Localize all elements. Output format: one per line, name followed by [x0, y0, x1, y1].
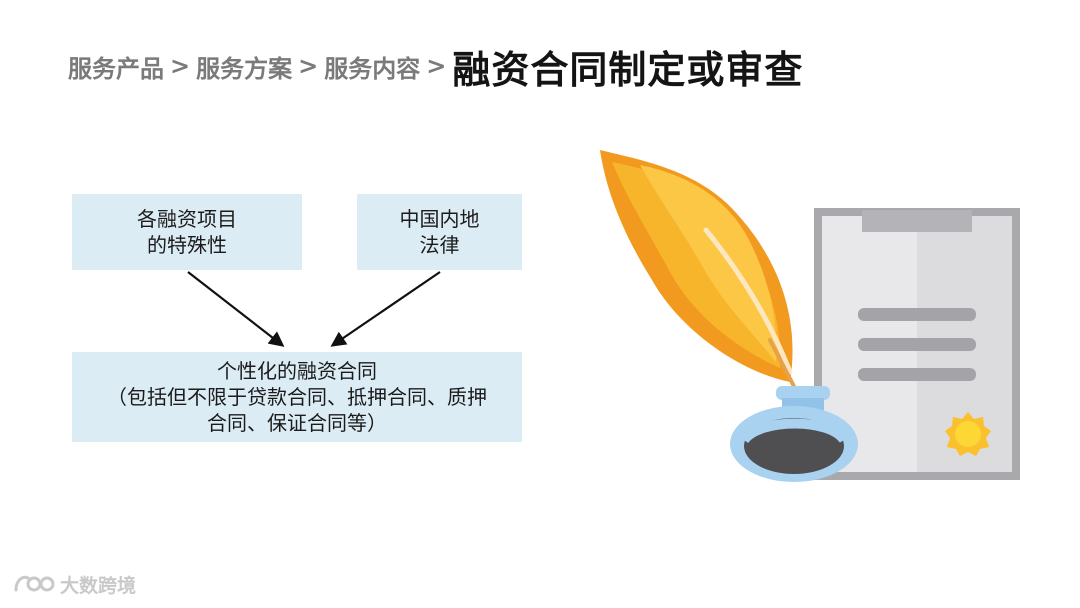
- watermark: 大数跨境: [12, 570, 136, 598]
- watermark-text: 大数跨境: [60, 574, 137, 597]
- source-box-project-specifics: 各融资项目 的特殊性: [72, 194, 302, 270]
- breadcrumb-item-service-products[interactable]: 服务产品: [68, 54, 164, 83]
- ink-bottle-icon: [730, 386, 858, 482]
- breadcrumb-separator: >: [426, 52, 447, 80]
- source-box-line: 法律: [419, 233, 460, 257]
- page-title: 融资合同制定或审查: [452, 47, 804, 92]
- breadcrumb-item-service-content[interactable]: 服务内容: [324, 54, 421, 83]
- breadcrumb-separator: >: [170, 52, 191, 80]
- result-box-line: 合同、保证合同等）: [207, 411, 387, 435]
- brand-logo-icon: [14, 575, 55, 592]
- result-box-custom-contract: 个性化的融资合同 （包括但不限于贷款合同、抵押合同、质押 合同、保证合同等）: [72, 352, 522, 442]
- feather-icon: [600, 150, 802, 400]
- breadcrumb-item-service-plan[interactable]: 服务方案: [196, 54, 293, 83]
- breadcrumb: 服务产品 > 服务方案 > 服务内容 > 融资合同制定或审查: [68, 38, 803, 94]
- result-box-line: （包括但不限于贷款合同、抵押合同、质押: [107, 385, 487, 409]
- source-box-line: 中国内地: [399, 207, 480, 231]
- seal-icon: [945, 412, 991, 456]
- certificate-icon: [814, 208, 1020, 480]
- source-box-line: 的特殊性: [147, 233, 227, 257]
- breadcrumb-separator: >: [298, 52, 319, 80]
- source-box-mainland-law: 中国内地 法律: [357, 194, 522, 270]
- source-box-line: 各融资项目: [137, 207, 237, 231]
- result-box-line: 个性化的融资合同: [217, 359, 377, 383]
